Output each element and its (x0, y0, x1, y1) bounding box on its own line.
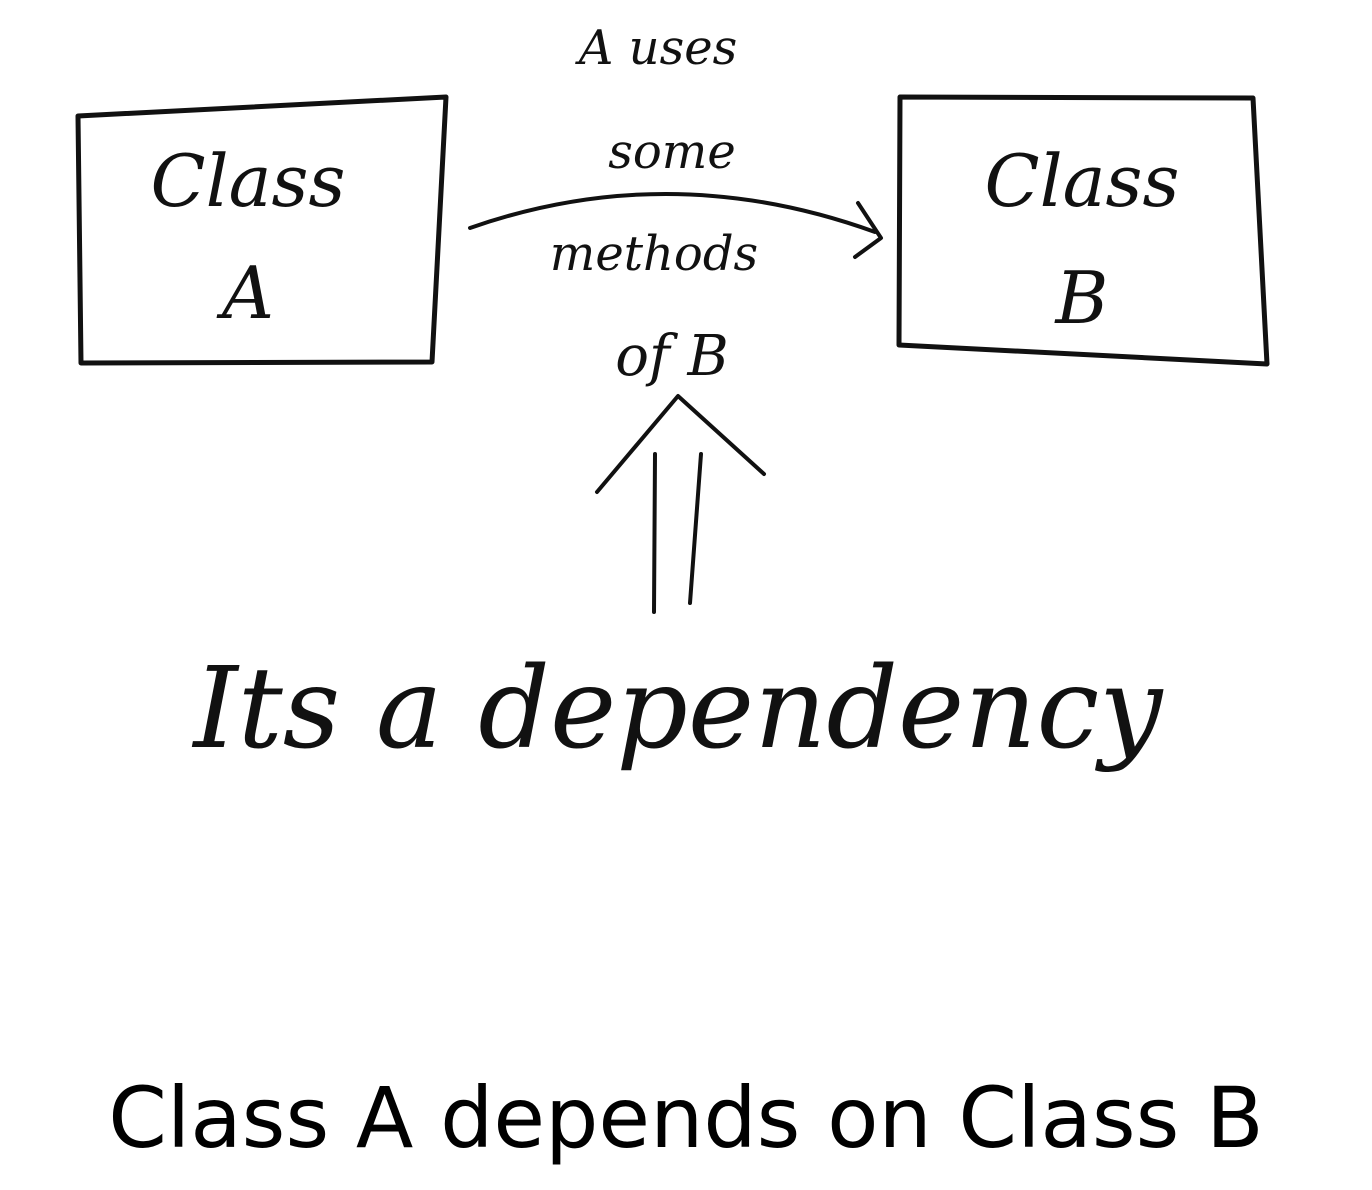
uses-arrow (468, 191, 883, 259)
class-a-box: Class A (75, 94, 449, 366)
class-b-label-line1: Class (985, 139, 1180, 223)
dependency-callout: Its a dependency (192, 644, 1165, 774)
relation-text-line4: of B (615, 324, 728, 389)
diagram-caption: Class A depends on Class B (108, 1069, 1264, 1167)
relation-text-line2: some (608, 124, 735, 180)
relation-text-line3: methods (550, 226, 758, 282)
class-b-box: Class B (896, 94, 1270, 367)
class-a-label-line2: A (216, 251, 274, 335)
class-a-label-line1: Class (151, 139, 346, 223)
relation-text-line1: A uses (575, 20, 738, 76)
dependency-pointer-arrow (595, 394, 766, 614)
class-b-label-line2: B (1054, 256, 1109, 340)
